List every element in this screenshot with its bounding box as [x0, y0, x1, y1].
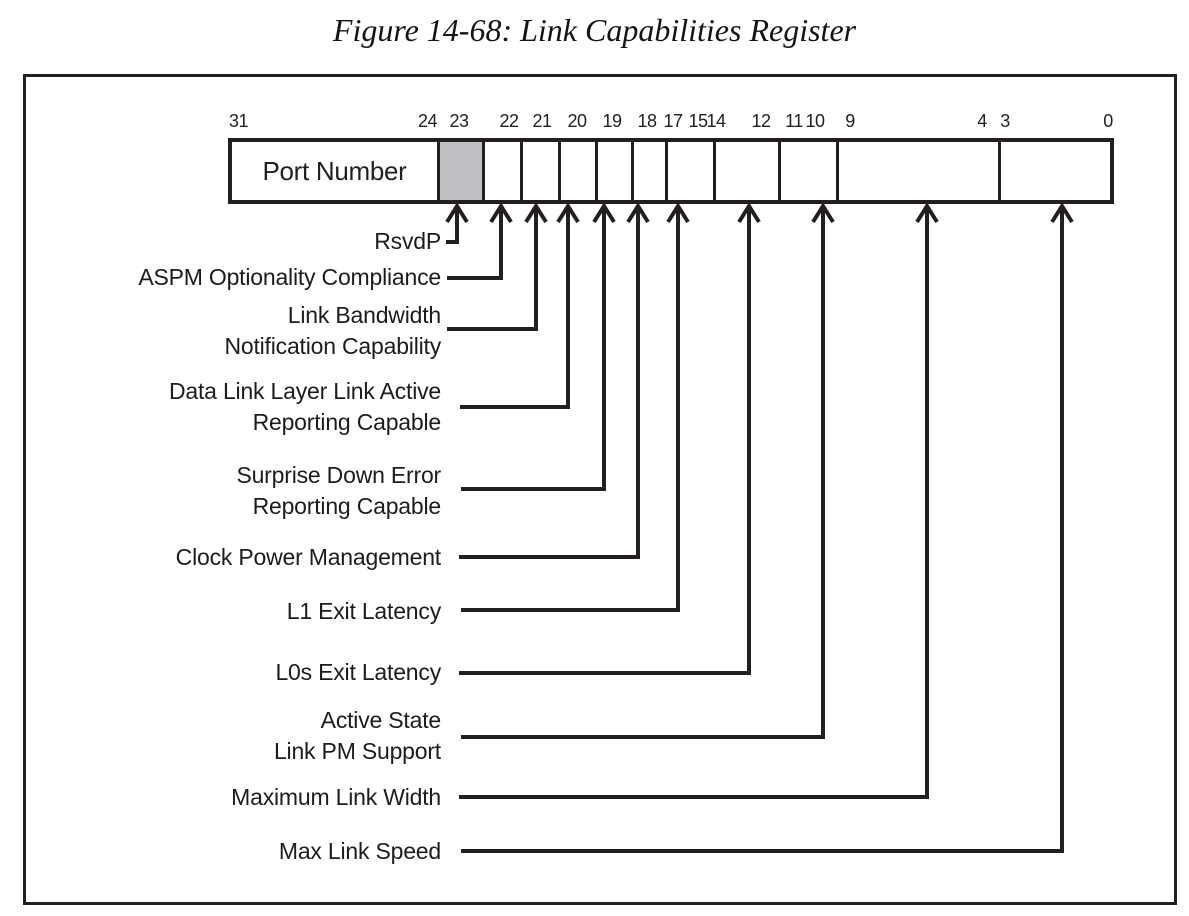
callout-line: ASPM Optionality Compliance: [138, 264, 441, 290]
bit-label-17: 17: [663, 111, 683, 131]
bit-label-23: 23: [449, 111, 469, 131]
callout-line: Link Bandwidth: [287, 302, 441, 328]
callout-l0s-exit-latency: L0s Exit Latency: [275, 657, 441, 688]
callout-max-link-speed: Max Link Speed: [279, 836, 441, 867]
bit-label-24: 24: [417, 111, 438, 131]
field-l0s-exit-latency-bits14-12: [716, 142, 781, 200]
bit-label-18: 18: [637, 111, 657, 131]
field-max-link-width-bits9-4: [839, 142, 1001, 200]
field-port-number-label: Port Number: [262, 155, 407, 186]
bit-label-3: 3: [1000, 111, 1010, 131]
callout-surprise-down-error: Surprise Down Error Reporting Capable: [236, 460, 441, 522]
callout-l1-exit-latency: L1 Exit Latency: [287, 596, 441, 627]
field-surprise-down-error-bit19: [598, 142, 634, 200]
callout-line: Active State: [320, 707, 442, 733]
bit-label-21: 21: [532, 111, 552, 131]
bit-label-15: 15: [688, 111, 708, 131]
bit-label-0: 0: [1103, 111, 1113, 131]
field-dll-link-active-reporting-bit20: [561, 142, 598, 200]
bit-label-11: 11: [785, 111, 803, 131]
callout-line: Data Link Layer Link Active: [168, 378, 441, 404]
callout-line: Reporting Capable: [252, 409, 442, 435]
callout-line: RsvdP: [374, 228, 441, 254]
callout-dll-link-active-reporting: Data Link Layer Link Active Reporting Ca…: [169, 376, 441, 438]
bit-label-20: 20: [567, 111, 587, 131]
callout-line: L0s Exit Latency: [275, 659, 441, 685]
field-aspm-optionality-compliance-bit22: [485, 142, 523, 200]
field-port-number: Port Number: [232, 142, 440, 200]
field-max-link-speed-bits3-0: [1001, 142, 1110, 200]
bit-label-10: 10: [805, 111, 825, 131]
bit-label-22: 22: [499, 111, 519, 131]
field-link-bandwidth-notification-bit21: [523, 142, 561, 200]
field-rsvdp-bit23: [440, 142, 485, 200]
field-clock-power-management-bit18: [634, 142, 668, 200]
callout-aspm-optionality-compliance: ASPM Optionality Compliance: [138, 262, 441, 293]
callout-line: Maximum Link Width: [231, 784, 441, 810]
bit-label-12: 12: [751, 111, 771, 131]
callout-line: L1 Exit Latency: [286, 598, 441, 624]
bit-label-31: 31: [229, 111, 249, 131]
register-box: Port Number: [228, 138, 1114, 204]
bit-label-19: 19: [602, 111, 622, 131]
callout-clock-power-management: Clock Power Management: [175, 542, 442, 573]
callout-maximum-link-width: Maximum Link Width: [231, 782, 441, 813]
callout-active-state-link-pm-support: Active State Link PM Support: [274, 705, 441, 767]
callout-rsvdp: RsvdP: [374, 226, 441, 257]
figure-title: Figure 14-68: Link Capabilities Register: [332, 12, 857, 48]
bit-label-9: 9: [845, 111, 855, 131]
callout-line: Notification Capability: [224, 333, 441, 359]
field-l1-exit-latency-bits17-15: [668, 142, 716, 200]
callout-line: Clock Power Management: [175, 544, 442, 570]
callout-line: Link PM Support: [273, 738, 441, 764]
field-aspm-support-bits11-10: [781, 142, 839, 200]
bit-label-14: 14: [706, 111, 726, 131]
callout-line: Max Link Speed: [278, 838, 441, 864]
callout-line: Surprise Down Error: [236, 462, 441, 488]
bit-label-4: 4: [977, 111, 987, 131]
callout-link-bandwidth-notification: Link Bandwidth Notification Capability: [224, 300, 441, 362]
callout-line: Reporting Capable: [252, 493, 442, 519]
